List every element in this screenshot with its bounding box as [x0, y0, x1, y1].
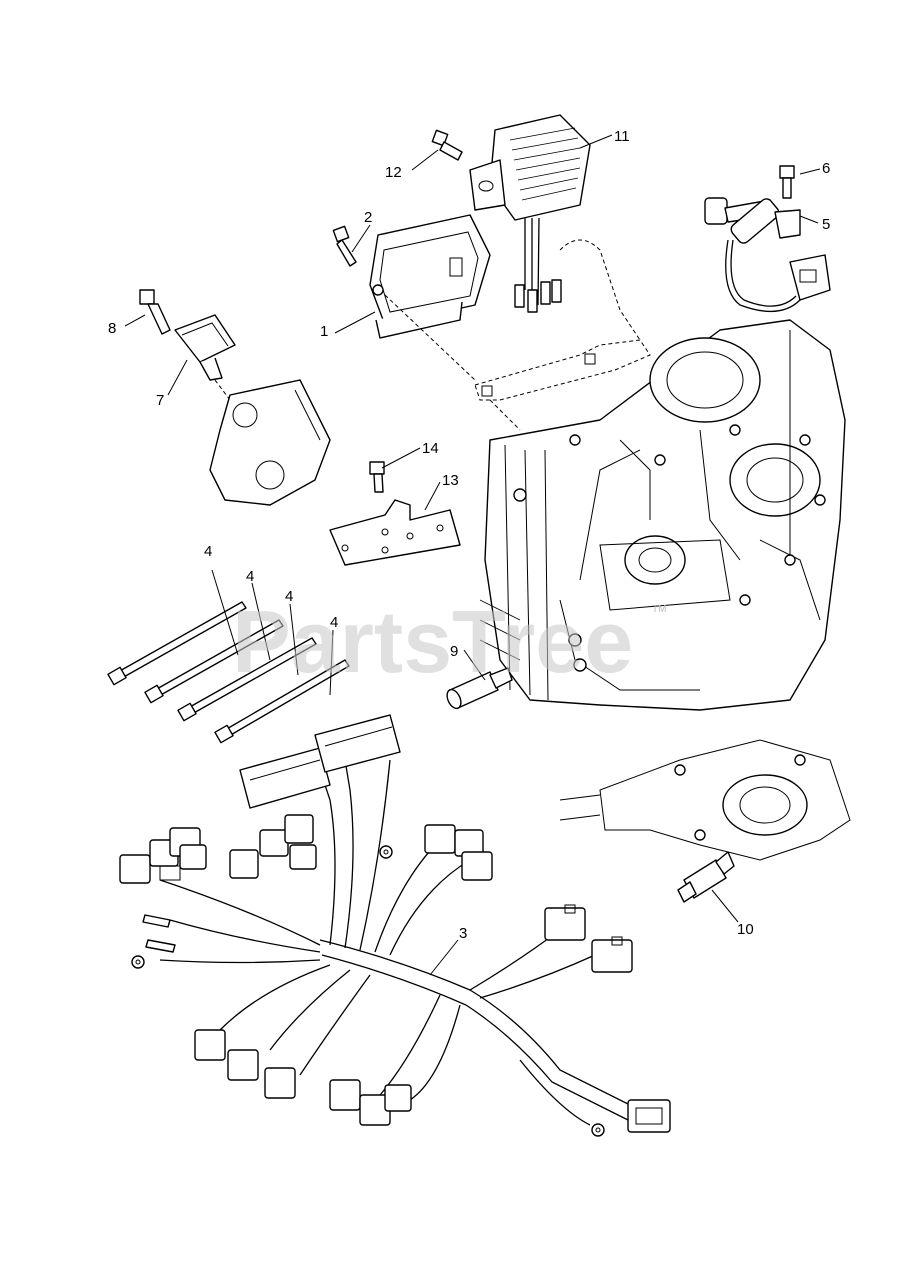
connector-group-right	[424, 824, 493, 881]
callout-13: 13	[442, 472, 459, 489]
mounting-bracket	[474, 239, 651, 431]
connector-group-mid	[229, 814, 317, 879]
plate-13	[329, 499, 461, 566]
callout-4a: 4	[204, 543, 212, 560]
bolt-14	[369, 461, 385, 493]
watermark-trademark: TM	[652, 604, 666, 615]
cable-tie-2	[144, 619, 284, 704]
cable-tie-1	[107, 601, 247, 686]
connector-group-left	[119, 827, 207, 884]
sensor-10	[677, 851, 735, 903]
callout-10: 10	[737, 921, 754, 938]
watermark-text: PartsTree	[232, 592, 633, 691]
cable-tie-4	[214, 659, 350, 744]
callout-7: 7	[156, 392, 164, 409]
harness-connectors	[119, 714, 671, 1137]
callout-4c: 4	[285, 588, 293, 605]
bolt-2	[332, 225, 357, 267]
callout-8: 8	[108, 320, 116, 337]
callout-4d: 4	[330, 614, 338, 631]
ring-terminal-upper	[379, 845, 393, 859]
callout-11: 11	[614, 128, 630, 145]
connector-group-lower-left	[194, 1029, 296, 1099]
bullet-terminals	[131, 914, 176, 969]
cable-tie-3	[177, 637, 317, 722]
sensor-with-lead	[704, 197, 831, 313]
leader-lines	[124, 134, 821, 976]
ring-terminal-lower	[591, 1123, 605, 1137]
bolt-12	[431, 129, 463, 161]
engine-block	[479, 319, 846, 711]
connector-large-1	[239, 747, 331, 809]
callout-1: 1	[320, 323, 328, 340]
connector-group-lower-mid	[329, 1079, 412, 1126]
rectifier-regulator	[469, 114, 591, 313]
callout-12: 12	[385, 164, 402, 181]
callout-labels: 1 2 3 4 4 4 4 5 6 7 8 9 10 11 12 13 14	[108, 128, 830, 942]
bolt-8	[139, 289, 171, 335]
ecu-unit	[369, 214, 491, 381]
callout-5: 5	[822, 216, 830, 233]
cable-ties	[107, 601, 350, 744]
callout-14: 14	[422, 440, 439, 457]
callout-4b: 4	[246, 568, 254, 585]
sensor-9	[446, 667, 513, 710]
connector-group-upper-right	[544, 904, 633, 973]
bolt-6	[779, 165, 795, 199]
callout-6: 6	[822, 160, 830, 177]
callout-2: 2	[364, 209, 372, 226]
callout-9: 9	[450, 643, 458, 660]
callout-3: 3	[459, 925, 467, 942]
connector-lower-right	[627, 1099, 671, 1133]
connector-large-2	[314, 714, 401, 773]
sensor-7	[174, 314, 331, 506]
bracket-10-area	[559, 739, 851, 861]
